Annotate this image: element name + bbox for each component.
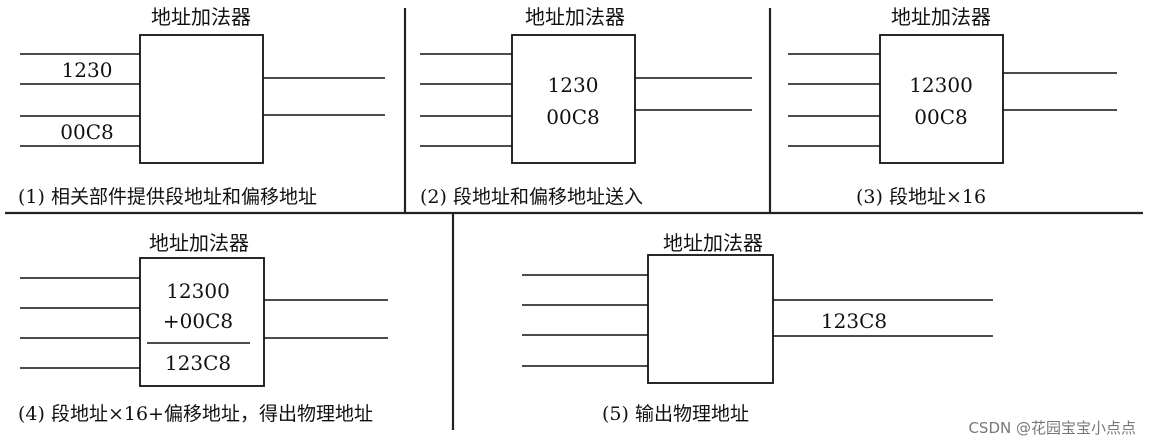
panel-1-input-label-segment: 1230 (62, 58, 113, 82)
panel-2-title: 地址加法器 (525, 5, 625, 29)
panel-4-box-value-shifted: 12300 (166, 279, 230, 303)
panel-2-box-value-segment: 1230 (548, 73, 599, 97)
panel-2-adder-box (511, 34, 636, 164)
panel-1-adder-box (139, 34, 264, 164)
watermark: CSDN @花园宝宝小点点 (968, 419, 1136, 437)
panel-4-box-value-sum: 123C8 (165, 351, 231, 375)
panel-3-box-value-offset: 00C8 (914, 105, 967, 129)
panel-2-caption: (2) 段地址和偏移地址送入 (420, 186, 643, 208)
panel-1-title: 地址加法器 (151, 5, 251, 29)
panel-5-output-label: 123C8 (821, 309, 887, 333)
panel-4-title: 地址加法器 (149, 231, 249, 255)
panel-1-input-label-offset: 00C8 (60, 120, 113, 144)
panel-3-title: 地址加法器 (891, 5, 991, 29)
panel-2-box-value-offset: 00C8 (546, 105, 599, 129)
panel-5-caption: (5) 输出物理地址 (602, 403, 749, 425)
panel-3-box-value-shifted: 12300 (909, 73, 973, 97)
panel-4-caption: (4) 段地址×16+偏移地址，得出物理地址 (18, 403, 373, 425)
panel-4-adder-box (139, 257, 265, 387)
panel-5-title: 地址加法器 (663, 231, 763, 255)
panel-4: 地址加法器 12300 +00C8 123C8 (4) 段地址×16+偏移地址，… (18, 231, 388, 425)
panel-1: 地址加法器 1230 00C8 (1) 相关部件提供段地址和偏移地址 (18, 5, 385, 208)
panel-1-caption: (1) 相关部件提供段地址和偏移地址 (18, 186, 317, 208)
panel-3-adder-box (879, 34, 1004, 164)
panel-5: 地址加法器 123C8 (5) 输出物理地址 (522, 231, 993, 425)
panel-4-box-value-plus-offset: +00C8 (163, 309, 233, 333)
panel-2: 地址加法器 1230 00C8 (2) 段地址和偏移地址送入 (420, 5, 752, 208)
panel-3-caption: (3) 段地址×16 (856, 186, 986, 208)
panel-3: 地址加法器 12300 00C8 (3) 段地址×16 (788, 5, 1117, 208)
panel-5-adder-box (647, 254, 774, 384)
